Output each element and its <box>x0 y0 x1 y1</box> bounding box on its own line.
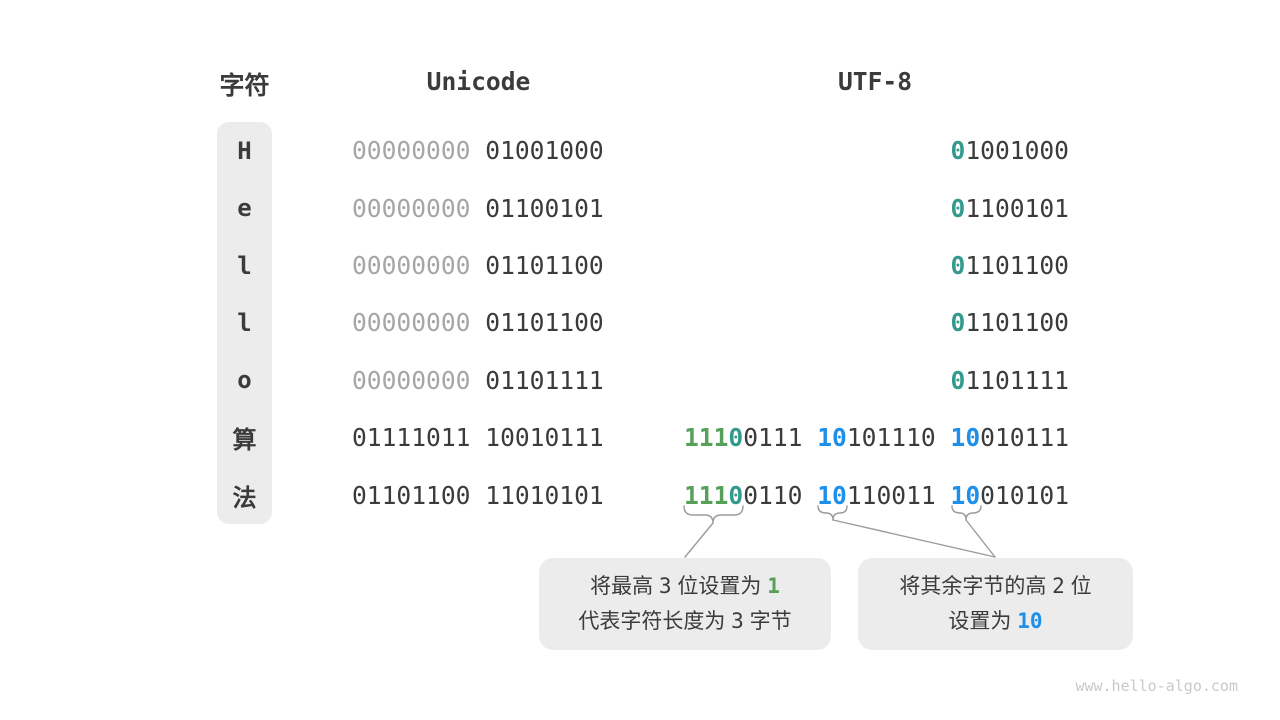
character-cell: l <box>237 251 252 280</box>
utf8-bits: 111 <box>683 480 729 510</box>
unicode-bits: 01100101 <box>485 193 604 223</box>
utf8-bits: 110011 <box>846 480 951 510</box>
utf8-bits: 1101100 <box>965 308 1069 338</box>
unicode-value-row: 01101100 11010101 <box>352 467 605 524</box>
callout-text-segment: 3 <box>731 609 744 633</box>
callout-text-segment: 位设置为 <box>671 575 768 598</box>
header-character: 字符 <box>219 72 270 100</box>
utf8-bits: 1101100 <box>965 251 1069 281</box>
utf8-bits: 1001000 <box>965 136 1069 166</box>
utf8-bits: 010101 <box>980 480 1069 510</box>
unicode-value-row: 00000000 01001000 <box>352 122 605 179</box>
callout-text-segment: 代表字符长度为 <box>578 610 732 633</box>
callout-text-segment: 字节 <box>743 610 792 633</box>
callout-continuation-byte-rule: 将其余字节的高 2 位设置为 10 <box>858 558 1133 650</box>
watermark: www.hello-algo.com <box>1075 677 1238 695</box>
connector-line-first-byte <box>684 522 714 558</box>
character-cell: o <box>237 366 252 395</box>
callout-text-line: 代表字符长度为 3 字节 <box>578 604 791 639</box>
utf8-bits: 0110 <box>743 480 818 510</box>
unicode-value-row: 00000000 01101100 <box>352 237 605 294</box>
callout-text-segment: 1 <box>767 574 780 598</box>
character-cell: e <box>237 194 252 223</box>
utf8-bits: 10 <box>817 423 847 453</box>
callout-text-segment: 将其余字节的高 <box>899 575 1053 598</box>
callout-text-segment: 设置为 <box>948 610 1018 633</box>
connector-line-third-byte <box>965 519 996 558</box>
unicode-bits: 00000000 <box>352 308 486 338</box>
utf8-bits: 10 <box>817 480 847 510</box>
connector-line-second-byte <box>832 519 996 558</box>
utf8-bits: 10 <box>950 480 981 510</box>
unicode-value-row: 00000000 01100101 <box>352 179 605 236</box>
unicode-bits: 00000000 <box>352 251 486 281</box>
utf8-bits: 0 <box>950 365 966 395</box>
utf8-bits: 0 <box>950 193 966 223</box>
unicode-bits: 00000000 <box>352 365 486 395</box>
character-cell: 算 <box>232 426 257 455</box>
unicode-bits: 01001000 <box>485 136 604 166</box>
callout-text-line: 将其余字节的高 2 位 <box>899 569 1091 604</box>
unicode-bits: 01101100 <box>485 308 604 338</box>
utf8-bits: 0111 <box>743 423 818 453</box>
character-column-background <box>217 122 272 524</box>
callout-text-segment: 将最高 <box>590 575 659 598</box>
utf8-bits: 0 <box>950 136 966 166</box>
utf8-bits: 10 <box>950 423 981 453</box>
utf8-bits: 0 <box>950 308 966 338</box>
character-cell: l <box>237 308 252 337</box>
utf8-bits: 111 <box>683 423 729 453</box>
callout-text-segment: 2 <box>1052 574 1065 598</box>
utf8-bits: 010111 <box>980 423 1069 453</box>
unicode-bits: 00000000 <box>352 136 486 166</box>
callout-text-segment: 10 <box>1017 609 1043 633</box>
character-cell: 法 <box>232 483 257 512</box>
utf8-bits: 1100101 <box>965 193 1069 223</box>
utf8-bits: 0 <box>728 423 744 453</box>
unicode-value-row: 00000000 01101111 <box>352 352 605 409</box>
utf8-bits: 0 <box>950 251 966 281</box>
unicode-bits: 01111011 10010111 <box>352 423 604 453</box>
unicode-bits: 01101100 <box>485 251 604 281</box>
callout-text-line: 设置为 10 <box>948 604 1042 639</box>
unicode-value-row: 00000000 01101100 <box>352 294 605 351</box>
unicode-bits: 00000000 <box>352 193 486 223</box>
header-unicode: Unicode <box>426 67 531 96</box>
character-cell: H <box>237 136 252 165</box>
unicode-value-row: 01111011 10010111 <box>352 409 605 466</box>
unicode-bits: 01101111 <box>485 365 604 395</box>
unicode-bits: 01101100 11010101 <box>352 480 604 510</box>
callout-text-segment: 3 <box>658 574 672 598</box>
callout-text-line: 将最高 3 位设置为 1 <box>590 569 780 604</box>
header-utf8: UTF-8 <box>837 67 913 96</box>
utf8-bits: 0 <box>728 480 744 510</box>
callout-text-segment: 位 <box>1064 575 1092 598</box>
utf8-bits: 101110 <box>846 423 951 453</box>
utf8-bits: 1101111 <box>965 365 1069 395</box>
